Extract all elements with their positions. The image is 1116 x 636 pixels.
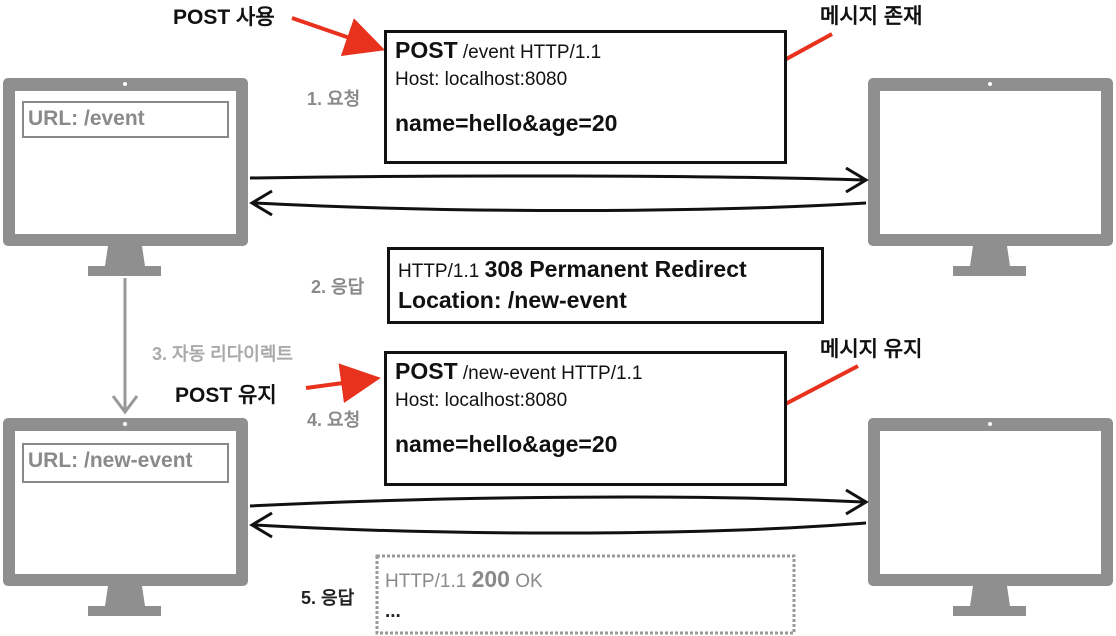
response-arrow-2	[249, 511, 867, 539]
response-2-more: ...	[385, 601, 401, 622]
response-2-text: OK	[509, 571, 543, 592]
url-field-bottom: URL: /new-event	[22, 443, 229, 483]
url-text-top: URL: /event	[28, 107, 145, 130]
request-2-line: POST /new-event HTTP/1.1	[395, 358, 778, 387]
server-monitor-top	[868, 78, 1113, 276]
request-1-host: Host: localhost:8080	[395, 69, 568, 90]
response-1-location: Location: /new-event	[398, 287, 627, 313]
step-3-label: 3. 자동 리다이렉트	[152, 344, 293, 364]
request-1-line: POST /event HTTP/1.1	[395, 37, 778, 66]
response-1-status: 308 Permanent Redirect	[484, 256, 747, 282]
request-arrow-2	[249, 488, 869, 516]
request-1-line-rest: /event HTTP/1.1	[457, 42, 602, 63]
request-2-method: POST	[395, 358, 458, 384]
request-1-body: name=hello&age=20	[395, 110, 618, 136]
request-arrow-1	[249, 166, 869, 194]
redirect-arrow	[111, 278, 139, 415]
message-exists-label: 메시지 존재	[820, 5, 923, 28]
response-2-code: 200	[471, 566, 510, 592]
request-2-body: name=hello&age=20	[395, 431, 618, 457]
post-use-label: POST 사용	[173, 6, 275, 29]
request-1-box: POST /event HTTP/1.1 Host: localhost:808…	[384, 30, 787, 164]
response-2-frame	[375, 554, 796, 635]
request-2-box: POST /new-event HTTP/1.1 Host: localhost…	[384, 351, 787, 486]
server-monitor-bottom	[868, 418, 1113, 616]
request-1-method: POST	[395, 37, 458, 63]
request-2-host: Host: localhost:8080	[395, 390, 568, 411]
response-1-version: HTTP/1.1	[398, 261, 485, 282]
step-4-label: 4. 요청	[307, 410, 361, 430]
post-keep-arrow	[305, 363, 381, 404]
request-2-line-rest: /new-event HTTP/1.1	[457, 363, 643, 384]
response-2-status-line: HTTP/1.1 200 OK	[385, 566, 543, 595]
response-2-content: HTTP/1.1 200 OK ...	[385, 566, 543, 625]
url-text-bottom: URL: /new-event	[28, 449, 193, 472]
response-2-version: HTTP/1.1	[385, 571, 472, 592]
message-keep-label: 메시지 유지	[820, 338, 923, 361]
step-1-label: 1. 요청	[307, 89, 361, 109]
step-5-label: 5. 응답	[301, 588, 355, 608]
post-use-arrow	[291, 16, 386, 57]
response-1-status-line: HTTP/1.1 308 Permanent Redirect	[398, 256, 815, 285]
post-keep-label: POST 유지	[175, 384, 277, 407]
response-1-box: HTTP/1.1 308 Permanent Redirect Location…	[387, 247, 824, 324]
step-2-label: 2. 응답	[311, 277, 365, 297]
url-field-top: URL: /event	[22, 101, 229, 138]
response-arrow-1	[249, 189, 867, 217]
